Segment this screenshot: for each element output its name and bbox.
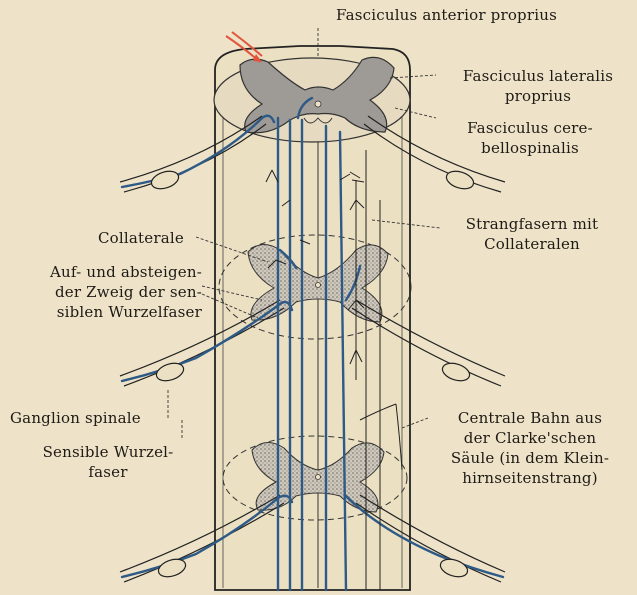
label-centrale: Centrale Bahn aus der Clarke'schen Säule… [432, 408, 628, 488]
cross-section-top [214, 57, 410, 142]
label-collaterale: Collaterale [98, 228, 184, 248]
label-fasciculus-cerebellospinalis: Fasciculus cere- bellospinalis [440, 118, 620, 158]
label-zweig: Auf- und absteigen- der Zweig der sen- s… [6, 262, 202, 322]
label-sensible: Sensible Wurzel- faser [32, 442, 184, 482]
label-strangfasern: Strangfasern mit Collateralen [442, 214, 622, 254]
label-fasciculus-lateralis: Fasciculus lateralis proprius [440, 66, 636, 106]
label-ganglion: Ganglion spinale [10, 408, 141, 428]
label-fasciculus-anterior: Fasciculus anterior proprius [336, 5, 557, 25]
